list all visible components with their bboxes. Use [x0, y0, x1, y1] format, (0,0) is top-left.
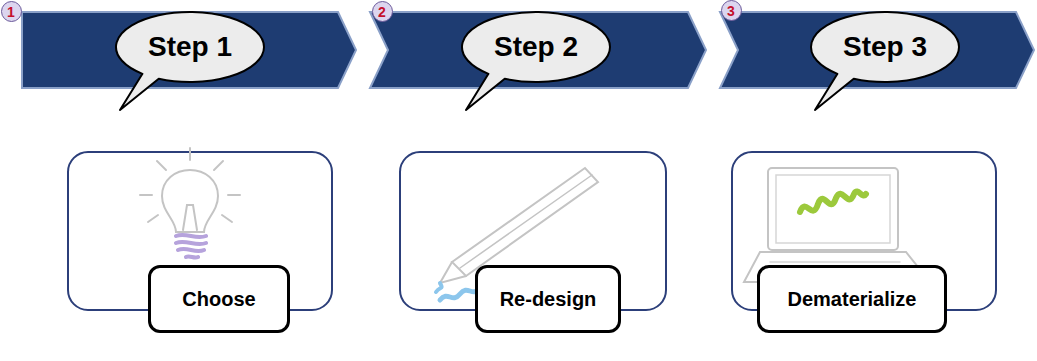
- callout-number: 1: [1, 1, 22, 22]
- callout-number: 3: [721, 0, 742, 21]
- speech-bubble: Step 1: [115, 11, 265, 83]
- step-label-box: Choose: [148, 265, 290, 333]
- step-label: Dematerialize: [788, 288, 917, 310]
- callout-number: 2: [372, 1, 393, 22]
- speech-bubble: Step 3: [810, 11, 960, 83]
- bubble-shape: [811, 12, 959, 110]
- bubble-shape: [116, 12, 264, 110]
- step-label-box: Dematerialize: [757, 265, 947, 333]
- callout-number-text: 2: [378, 5, 386, 19]
- speech-bubble: Step 2: [461, 11, 611, 83]
- bubble-shape: [462, 12, 610, 110]
- step-label-box: Re-design: [475, 265, 621, 333]
- step-heading: Step 1: [148, 33, 232, 61]
- step-label: Re-design: [500, 288, 597, 310]
- lightbulb-icon: [140, 148, 240, 258]
- step-heading: Step 3: [843, 33, 927, 61]
- callout-number-text: 3: [727, 4, 735, 18]
- callout-number-text: 1: [7, 5, 15, 19]
- step-label: Choose: [182, 288, 255, 310]
- step-heading: Step 2: [494, 33, 578, 61]
